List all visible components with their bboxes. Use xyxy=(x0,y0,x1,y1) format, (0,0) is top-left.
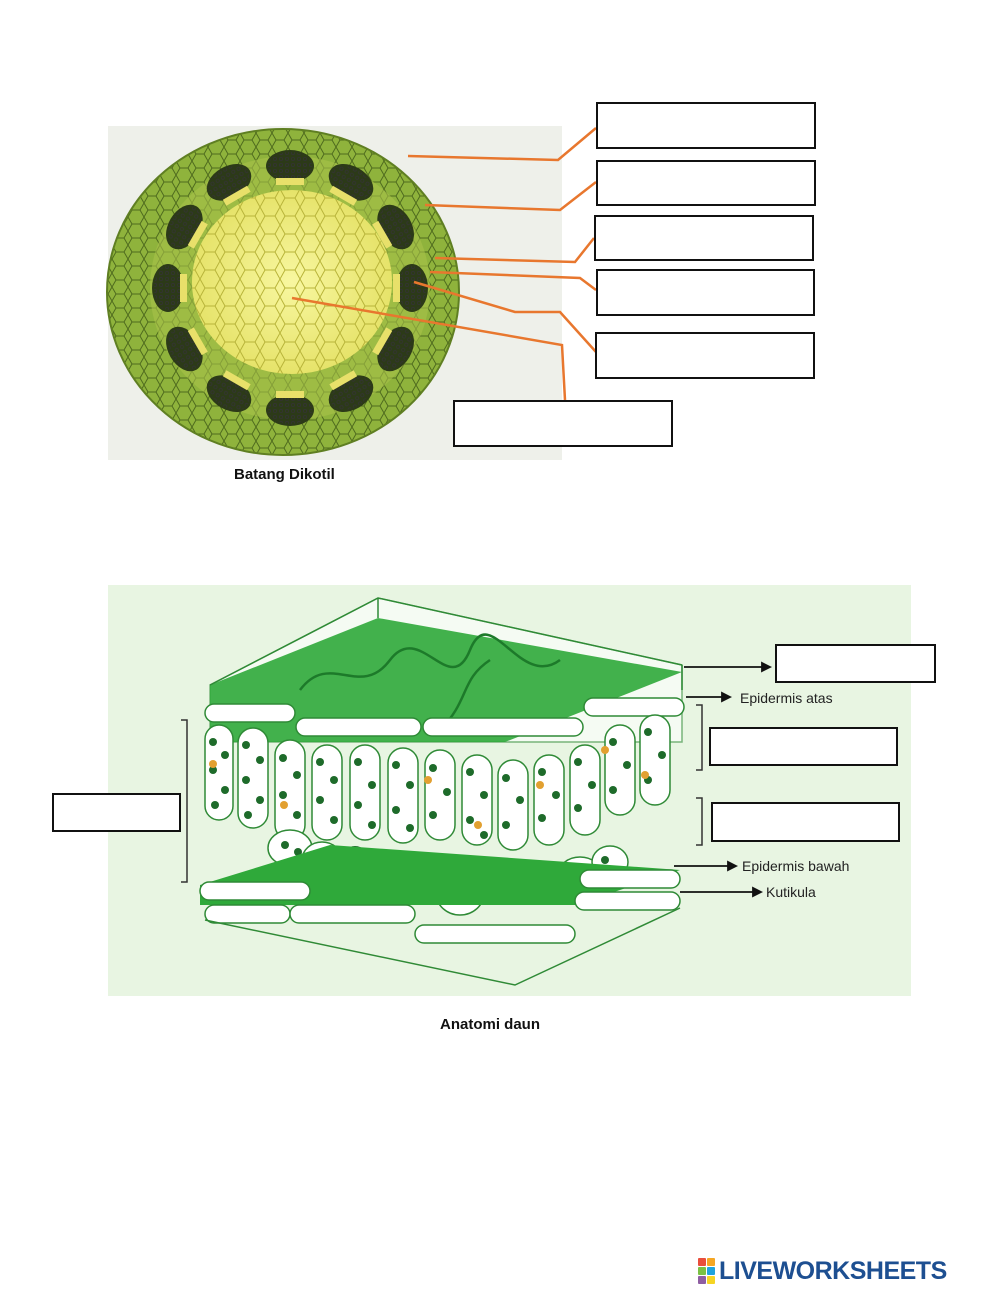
leaf-lower-surface xyxy=(200,845,680,905)
spongy-cells xyxy=(267,829,629,916)
stem-cross-section-illustration xyxy=(106,126,597,460)
stem-answer-box-3[interactable] xyxy=(594,215,814,261)
stem-answer-box-6[interactable] xyxy=(453,400,673,447)
spongy-bracket xyxy=(696,797,703,846)
leaf-answer-box-mesophyll[interactable] xyxy=(52,793,181,832)
lower-epidermis-cells xyxy=(199,869,681,944)
palisade-bracket xyxy=(696,704,703,771)
liveworksheets-wordmark: LIVEWORKSHEETS xyxy=(719,1256,947,1285)
leaf-caption: Anatomi daun xyxy=(440,1016,540,1033)
stem-vascular-bundles xyxy=(152,150,428,426)
leaf-answer-box-top[interactable] xyxy=(775,644,936,683)
stem-answer-box-5[interactable] xyxy=(595,332,815,379)
palisade-cells xyxy=(204,714,671,851)
stem-figure xyxy=(0,0,1000,500)
mesophyll-bracket xyxy=(181,719,188,883)
stem-answer-box-2[interactable] xyxy=(596,160,816,206)
upper-epidermis-cells xyxy=(204,697,685,737)
leaf-upper-surface xyxy=(210,618,682,742)
liveworksheets-logo: LIVEWORKSHEETS xyxy=(698,1255,947,1287)
stem-caption: Batang Dikotil xyxy=(234,466,335,483)
liveworksheets-mark-icon xyxy=(698,1258,715,1284)
label-kutikula: Kutikula xyxy=(766,884,816,900)
label-epidermis-bawah: Epidermis bawah xyxy=(742,858,850,874)
label-epidermis-atas: Epidermis atas xyxy=(740,690,833,706)
stem-answer-box-4[interactable] xyxy=(596,269,815,316)
chloroplasts xyxy=(209,728,666,839)
stem-leader-lines xyxy=(291,127,597,401)
leaf-answer-box-palisade[interactable] xyxy=(709,727,898,766)
stem-answer-box-1[interactable] xyxy=(596,102,816,149)
leaf-answer-box-spongy[interactable] xyxy=(711,802,900,842)
